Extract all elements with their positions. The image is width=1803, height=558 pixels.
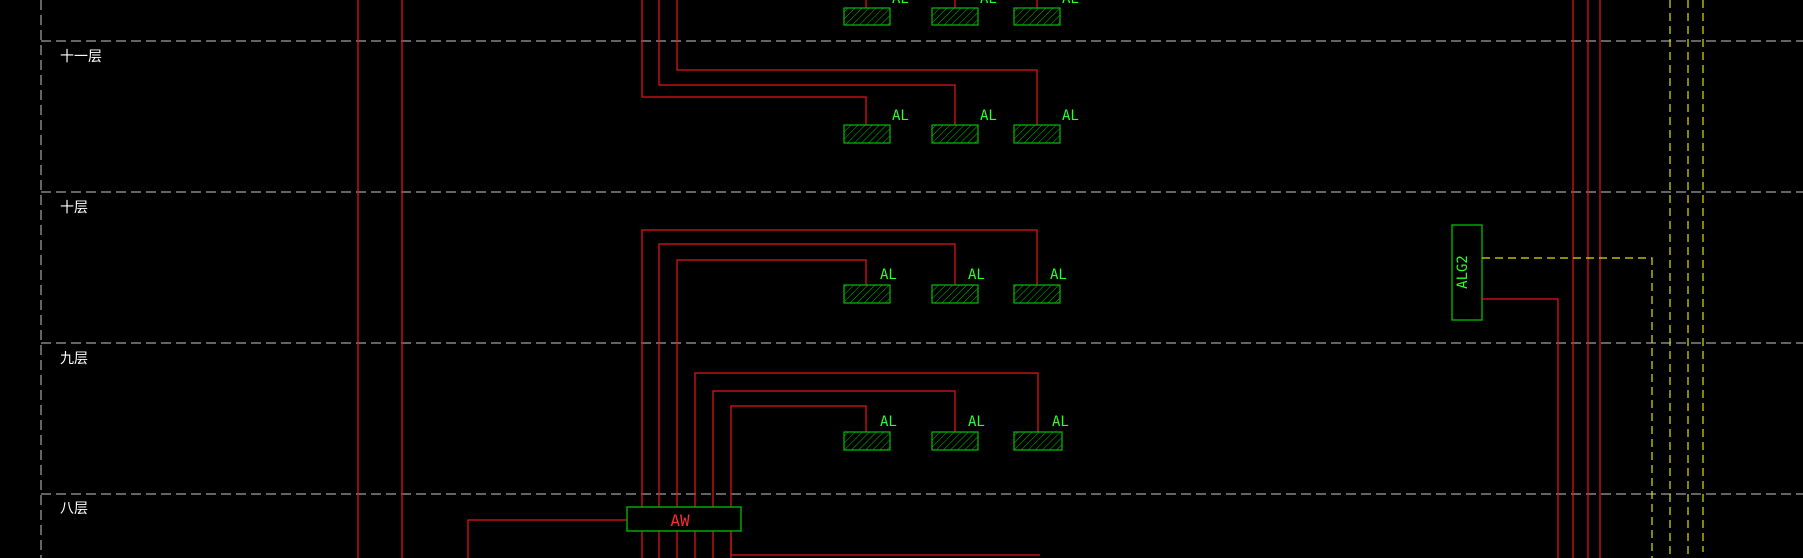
panel-9-3-label: AL bbox=[1052, 414, 1069, 430]
feeder-11-b bbox=[658, 0, 956, 125]
floor-label-8: 八层 bbox=[60, 501, 88, 517]
panel-11-2: AL bbox=[931, 108, 997, 144]
panel-10-1-label: AL bbox=[880, 267, 897, 283]
feeder-10-c bbox=[676, 259, 867, 558]
aw-distribution-box: AW bbox=[626, 506, 742, 532]
feeder-8-a bbox=[730, 531, 1040, 556]
panel-9-2: AL bbox=[931, 414, 985, 451]
alg2-outgoing-feeder bbox=[1482, 298, 1559, 558]
floor-10-feeders bbox=[641, 229, 1038, 558]
panel-12-2-label: AL bbox=[980, 0, 997, 7]
main-feeders bbox=[357, 0, 403, 558]
feeder-11-c bbox=[676, 0, 1038, 125]
floor-label-11: 十一层 bbox=[60, 49, 102, 65]
panel-10-3: AL bbox=[1013, 267, 1067, 304]
feeder-10-a bbox=[641, 229, 1038, 558]
floor-8-feeders bbox=[467, 519, 1040, 558]
feeder-11-a bbox=[641, 0, 867, 125]
panel-11-3-label: AL bbox=[1062, 108, 1079, 124]
panel-10-3-label: AL bbox=[1050, 267, 1067, 283]
right-feeders bbox=[1482, 0, 1601, 558]
panel-12-3: AL bbox=[1013, 0, 1079, 26]
panel-11-1-label: AL bbox=[892, 108, 909, 124]
aw-distribution-box-label: AW bbox=[670, 511, 690, 530]
feeder-9-c bbox=[730, 405, 867, 558]
panel-9-2-label: AL bbox=[968, 414, 985, 430]
panel-12-2: AL bbox=[931, 0, 997, 26]
floor-label-9: 九层 bbox=[60, 351, 88, 367]
yellow-risers bbox=[1482, 0, 1704, 558]
panel-9-3: AL bbox=[1013, 414, 1069, 451]
floor-label-10: 十层 bbox=[60, 200, 88, 216]
alg2-floor-box: ALG2 bbox=[1451, 224, 1483, 321]
alg2-floor-box-label: ALG2 bbox=[1455, 255, 1471, 289]
floor-9-feeders bbox=[694, 372, 1039, 558]
floor-separators bbox=[41, 40, 1803, 495]
panel-11-2-label: AL bbox=[980, 108, 997, 124]
panel-12-1: AL bbox=[843, 0, 909, 26]
floor-11-feeders bbox=[641, 0, 1038, 125]
panel-10-2-label: AL bbox=[968, 267, 985, 283]
aw-incoming-feeder bbox=[467, 519, 627, 558]
alg2-yellow-feeder bbox=[1482, 257, 1653, 558]
panel-12-1-label: AL bbox=[892, 0, 909, 7]
panel-9-1-label: AL bbox=[880, 414, 897, 430]
feeder-10-b bbox=[658, 243, 956, 558]
panel-11-1: AL bbox=[843, 108, 909, 144]
feeder-9-b bbox=[712, 390, 956, 558]
al-panels: AL AL AL AL AL AL AL AL bbox=[843, 0, 1079, 451]
feeder-9-a bbox=[694, 372, 1039, 558]
panel-10-2: AL bbox=[931, 267, 985, 304]
panel-10-1: AL bbox=[843, 267, 897, 304]
panel-11-3: AL bbox=[1013, 108, 1079, 144]
panel-9-1: AL bbox=[843, 414, 897, 451]
panel-12-3-label: AL bbox=[1062, 0, 1079, 7]
